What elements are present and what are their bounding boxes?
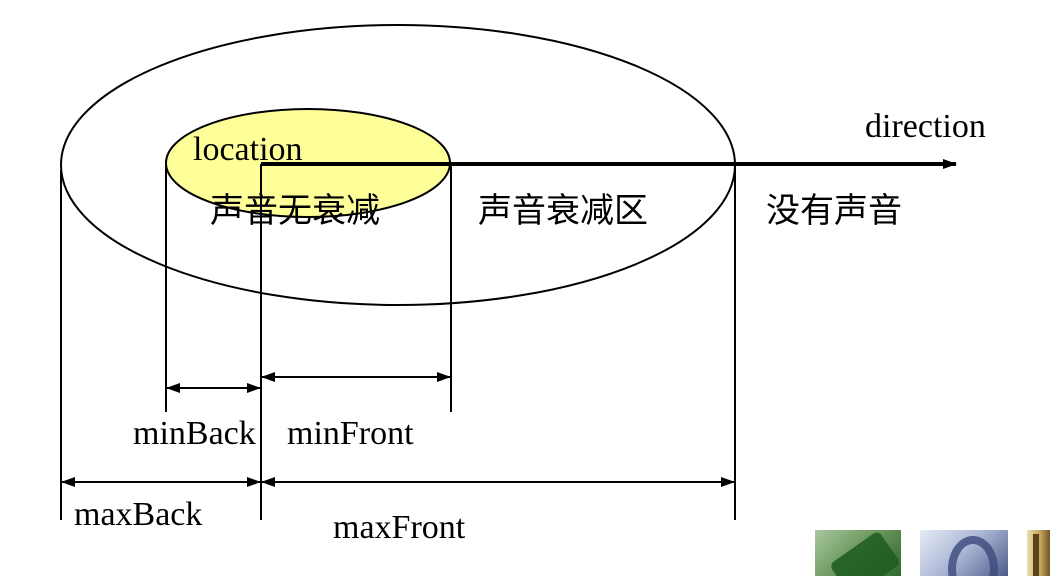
- check-mark-image: [815, 530, 901, 576]
- min-back-label: minBack: [133, 415, 256, 452]
- min-front-label: minFront: [287, 415, 414, 452]
- scroll-image: [1027, 530, 1050, 576]
- disc-image: [920, 530, 1008, 576]
- location-label: location: [193, 131, 303, 168]
- zone-attenuation-label: 声音衰减区: [478, 191, 648, 231]
- zone-no-sound-label: 没有声音: [766, 191, 902, 231]
- zone-no-attenuation-label: 声音无衰减: [210, 191, 380, 231]
- max-back-label: maxBack: [74, 496, 202, 533]
- direction-label: direction: [865, 108, 986, 145]
- max-front-label: maxFront: [333, 509, 466, 546]
